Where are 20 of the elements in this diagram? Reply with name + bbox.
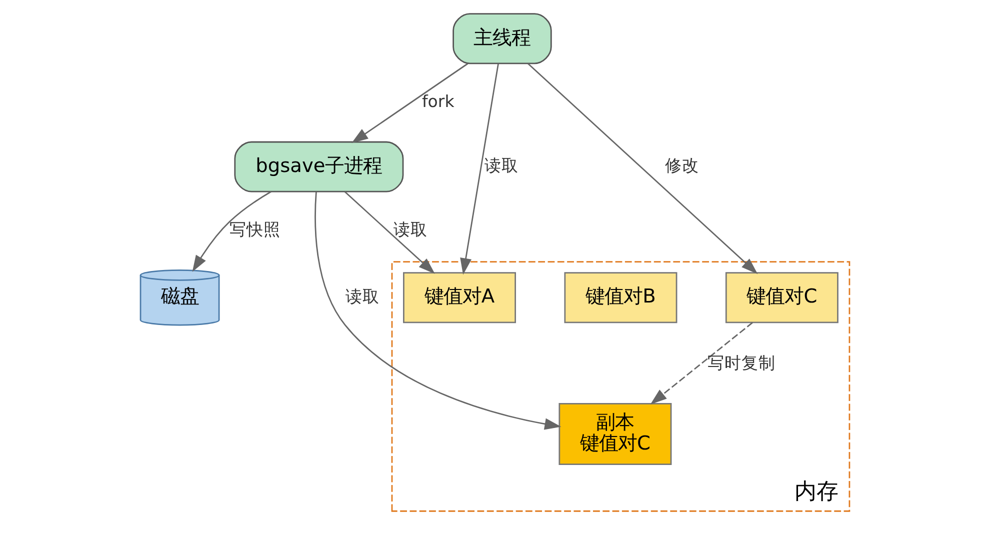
arrow [192,191,271,272]
arrow [344,191,434,274]
edge-label: 读取 [484,156,518,176]
node-box: 键值对C [724,272,838,324]
arrow [351,63,468,144]
node-box: 键值对B [564,272,677,324]
arrow [314,192,561,430]
edge-label: fork [422,92,454,112]
node-box: 主线程 [452,13,552,64]
edge-label: 写时复制 [706,354,775,373]
arrow [460,64,498,275]
node-box: 副本 键值对C [558,402,672,465]
edge-label: 读取 [344,286,379,306]
arrow [527,63,758,274]
edge-label: 写快照 [228,220,280,240]
node-box: 键值对A [402,272,516,324]
edge-label: 读取 [393,220,428,240]
edge-label: 修改 [664,156,699,176]
node-box: bgsave子进程 [234,141,404,192]
arrow [650,322,752,404]
